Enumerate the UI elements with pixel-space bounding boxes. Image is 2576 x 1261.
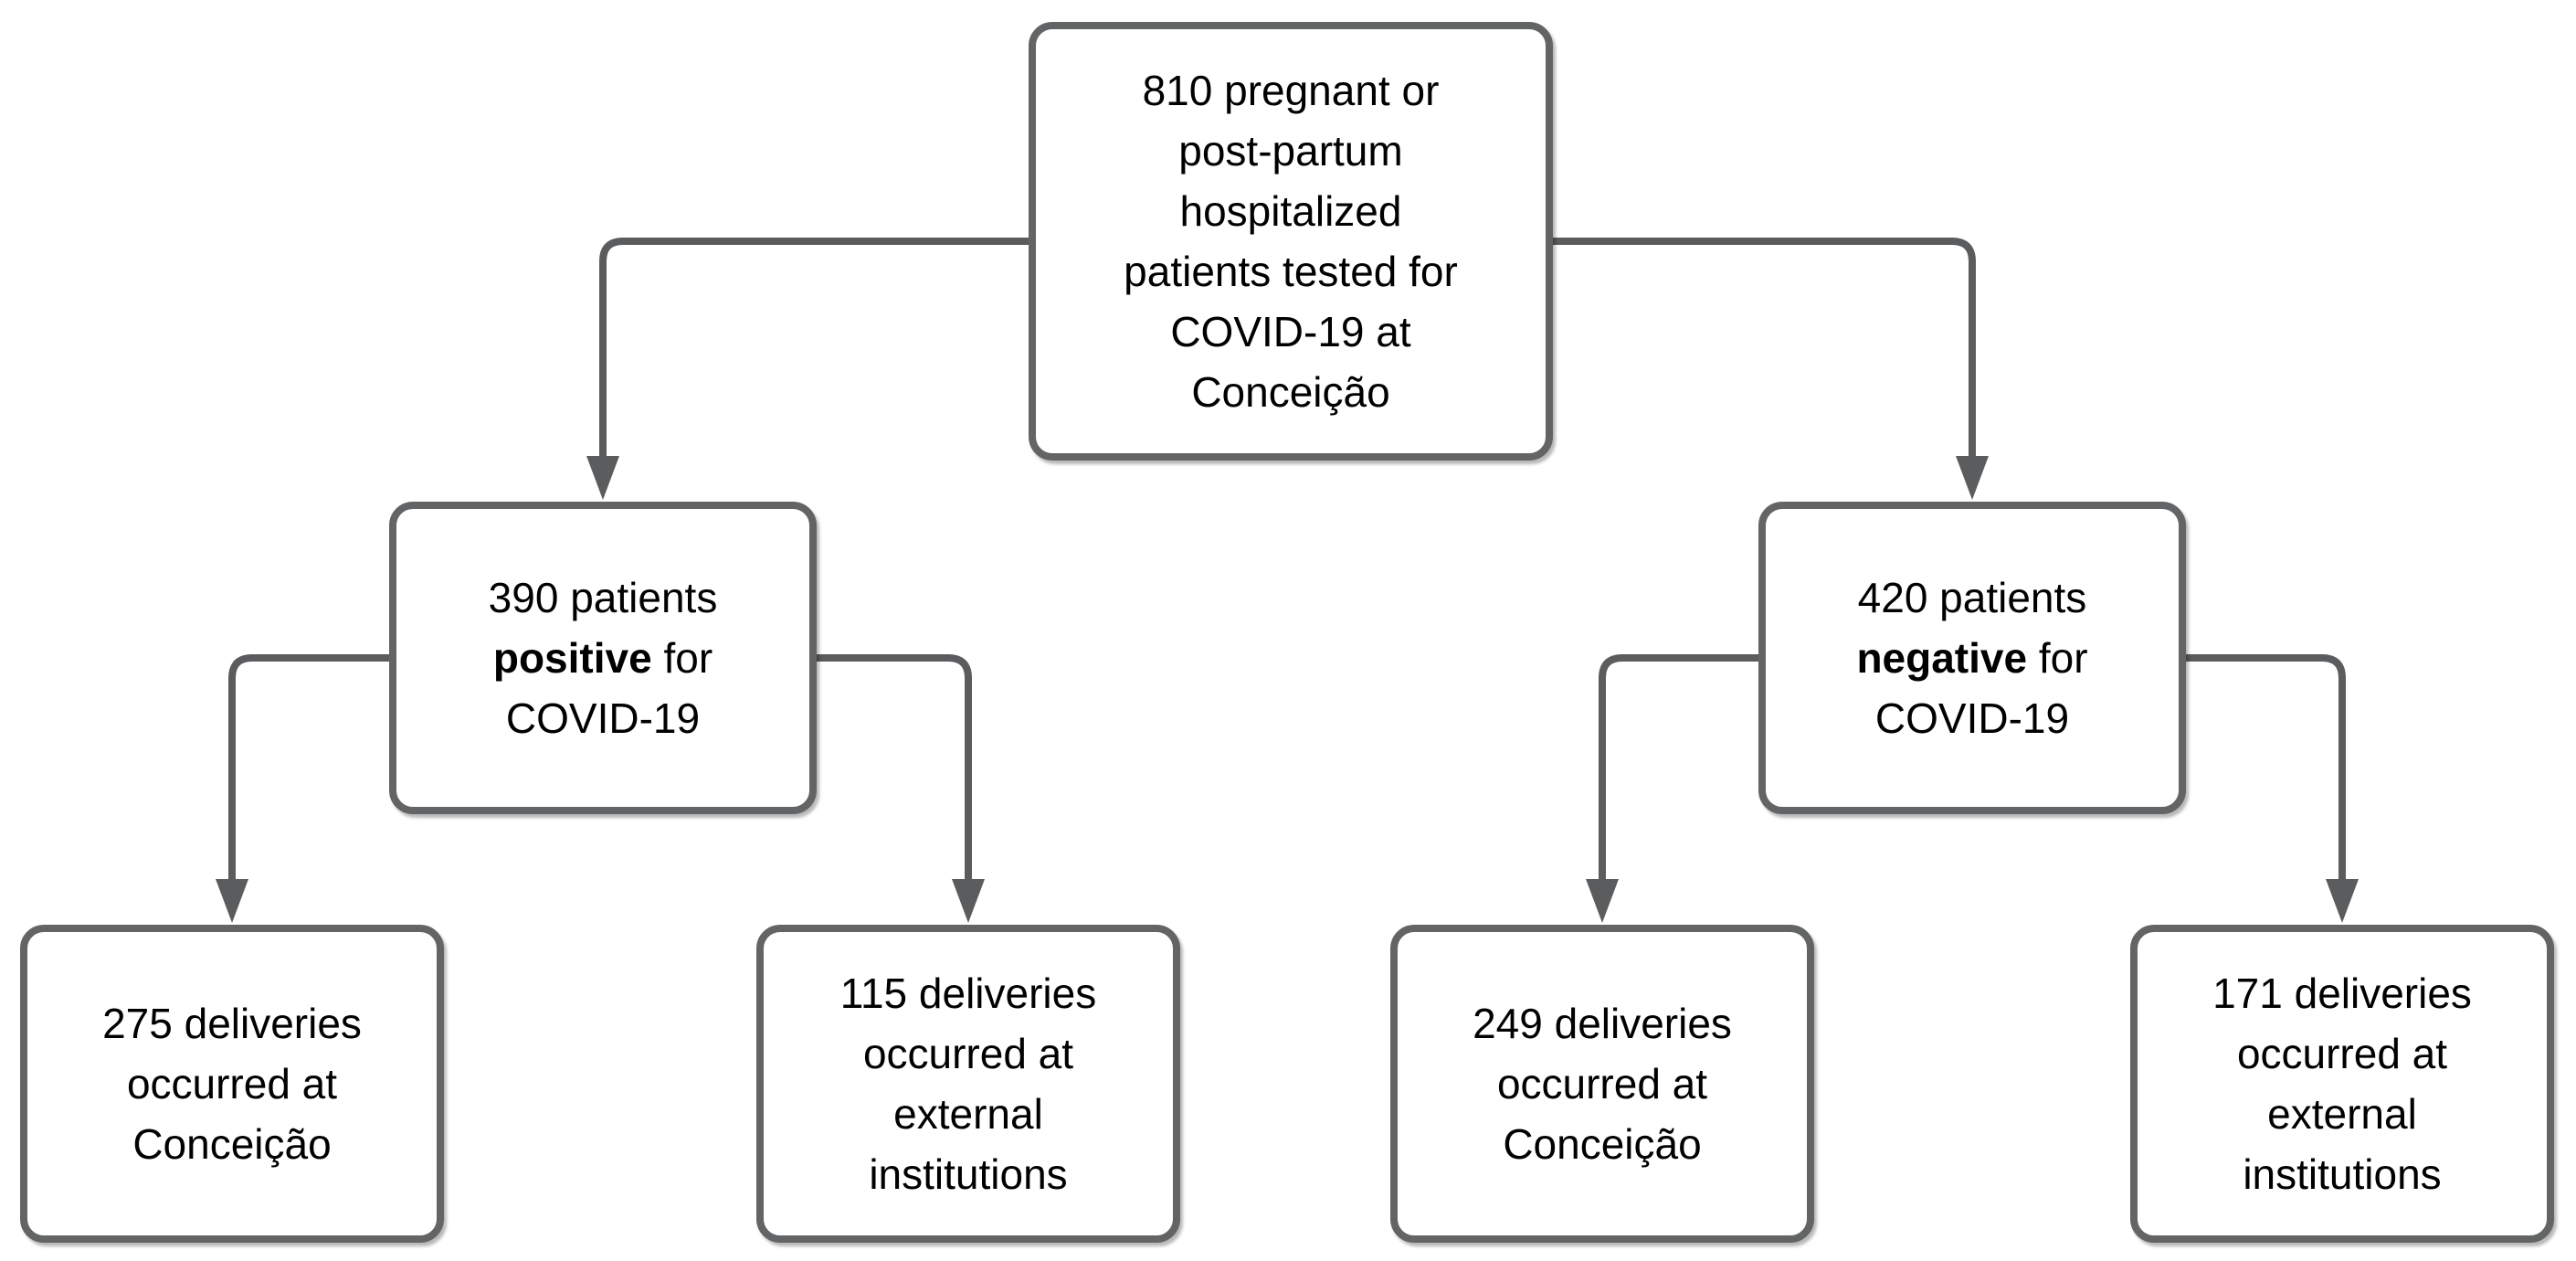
arrowhead-down-icon (952, 879, 985, 923)
node-text-before: 390 patients (488, 574, 718, 621)
arrowhead-down-icon (586, 456, 619, 500)
connector-negative-to-conceicao (1586, 654, 1758, 923)
node-text: 275 deliveries occurred at Conceição (102, 1000, 362, 1168)
connector-negative-to-external (2186, 654, 2359, 923)
node-text: 249 deliveries occurred at Conceição (1473, 1000, 1732, 1168)
connector-line (817, 654, 972, 881)
arrowhead-down-icon (1586, 879, 1619, 923)
node-text: 420 patients negative for COVID-19 (1856, 567, 2087, 748)
connector-line (228, 654, 389, 881)
node-text: 115 deliveries occurred at external inst… (839, 970, 1097, 1198)
connector-positive-to-external (817, 654, 985, 923)
connector-root-to-negative (1553, 238, 1989, 500)
arrowhead-down-icon (216, 879, 248, 923)
node-negative-deliveries-external: 171 deliveries occurred at external inst… (2130, 925, 2554, 1243)
connector-line (1553, 238, 1976, 458)
node-total-tested: 810 pregnant or post-partum hospitalized… (1029, 22, 1553, 461)
node-positive-deliveries-conceicao: 275 deliveries occurred at Conceição (20, 925, 444, 1243)
connector-line (1599, 654, 1758, 881)
connector-positive-to-conceicao (216, 654, 389, 923)
arrowhead-down-icon (2326, 879, 2359, 923)
node-text-before: 420 patients (1857, 574, 2087, 621)
node-text-after: for COVID-19 (505, 634, 713, 742)
connector-line (2186, 654, 2346, 881)
node-negative-patients: 420 patients negative for COVID-19 (1758, 502, 2186, 814)
node-positive-deliveries-external: 115 deliveries occurred at external inst… (756, 925, 1180, 1243)
node-text-bold: negative (1856, 634, 2028, 682)
node-text-bold: positive (492, 634, 652, 682)
connector-root-to-positive (586, 238, 1029, 500)
node-text: 171 deliveries occurred at external inst… (2212, 970, 2472, 1198)
node-positive-patients: 390 patients positive for COVID-19 (389, 502, 817, 814)
node-negative-deliveries-conceicao: 249 deliveries occurred at Conceição (1390, 925, 1814, 1243)
node-text-after: for COVID-19 (1874, 634, 2088, 742)
node-text: 390 patients positive for COVID-19 (489, 567, 718, 748)
arrowhead-down-icon (1956, 456, 1989, 500)
node-text: 810 pregnant or post-partum hospitalized… (1124, 67, 1458, 416)
connector-line (599, 238, 1029, 458)
